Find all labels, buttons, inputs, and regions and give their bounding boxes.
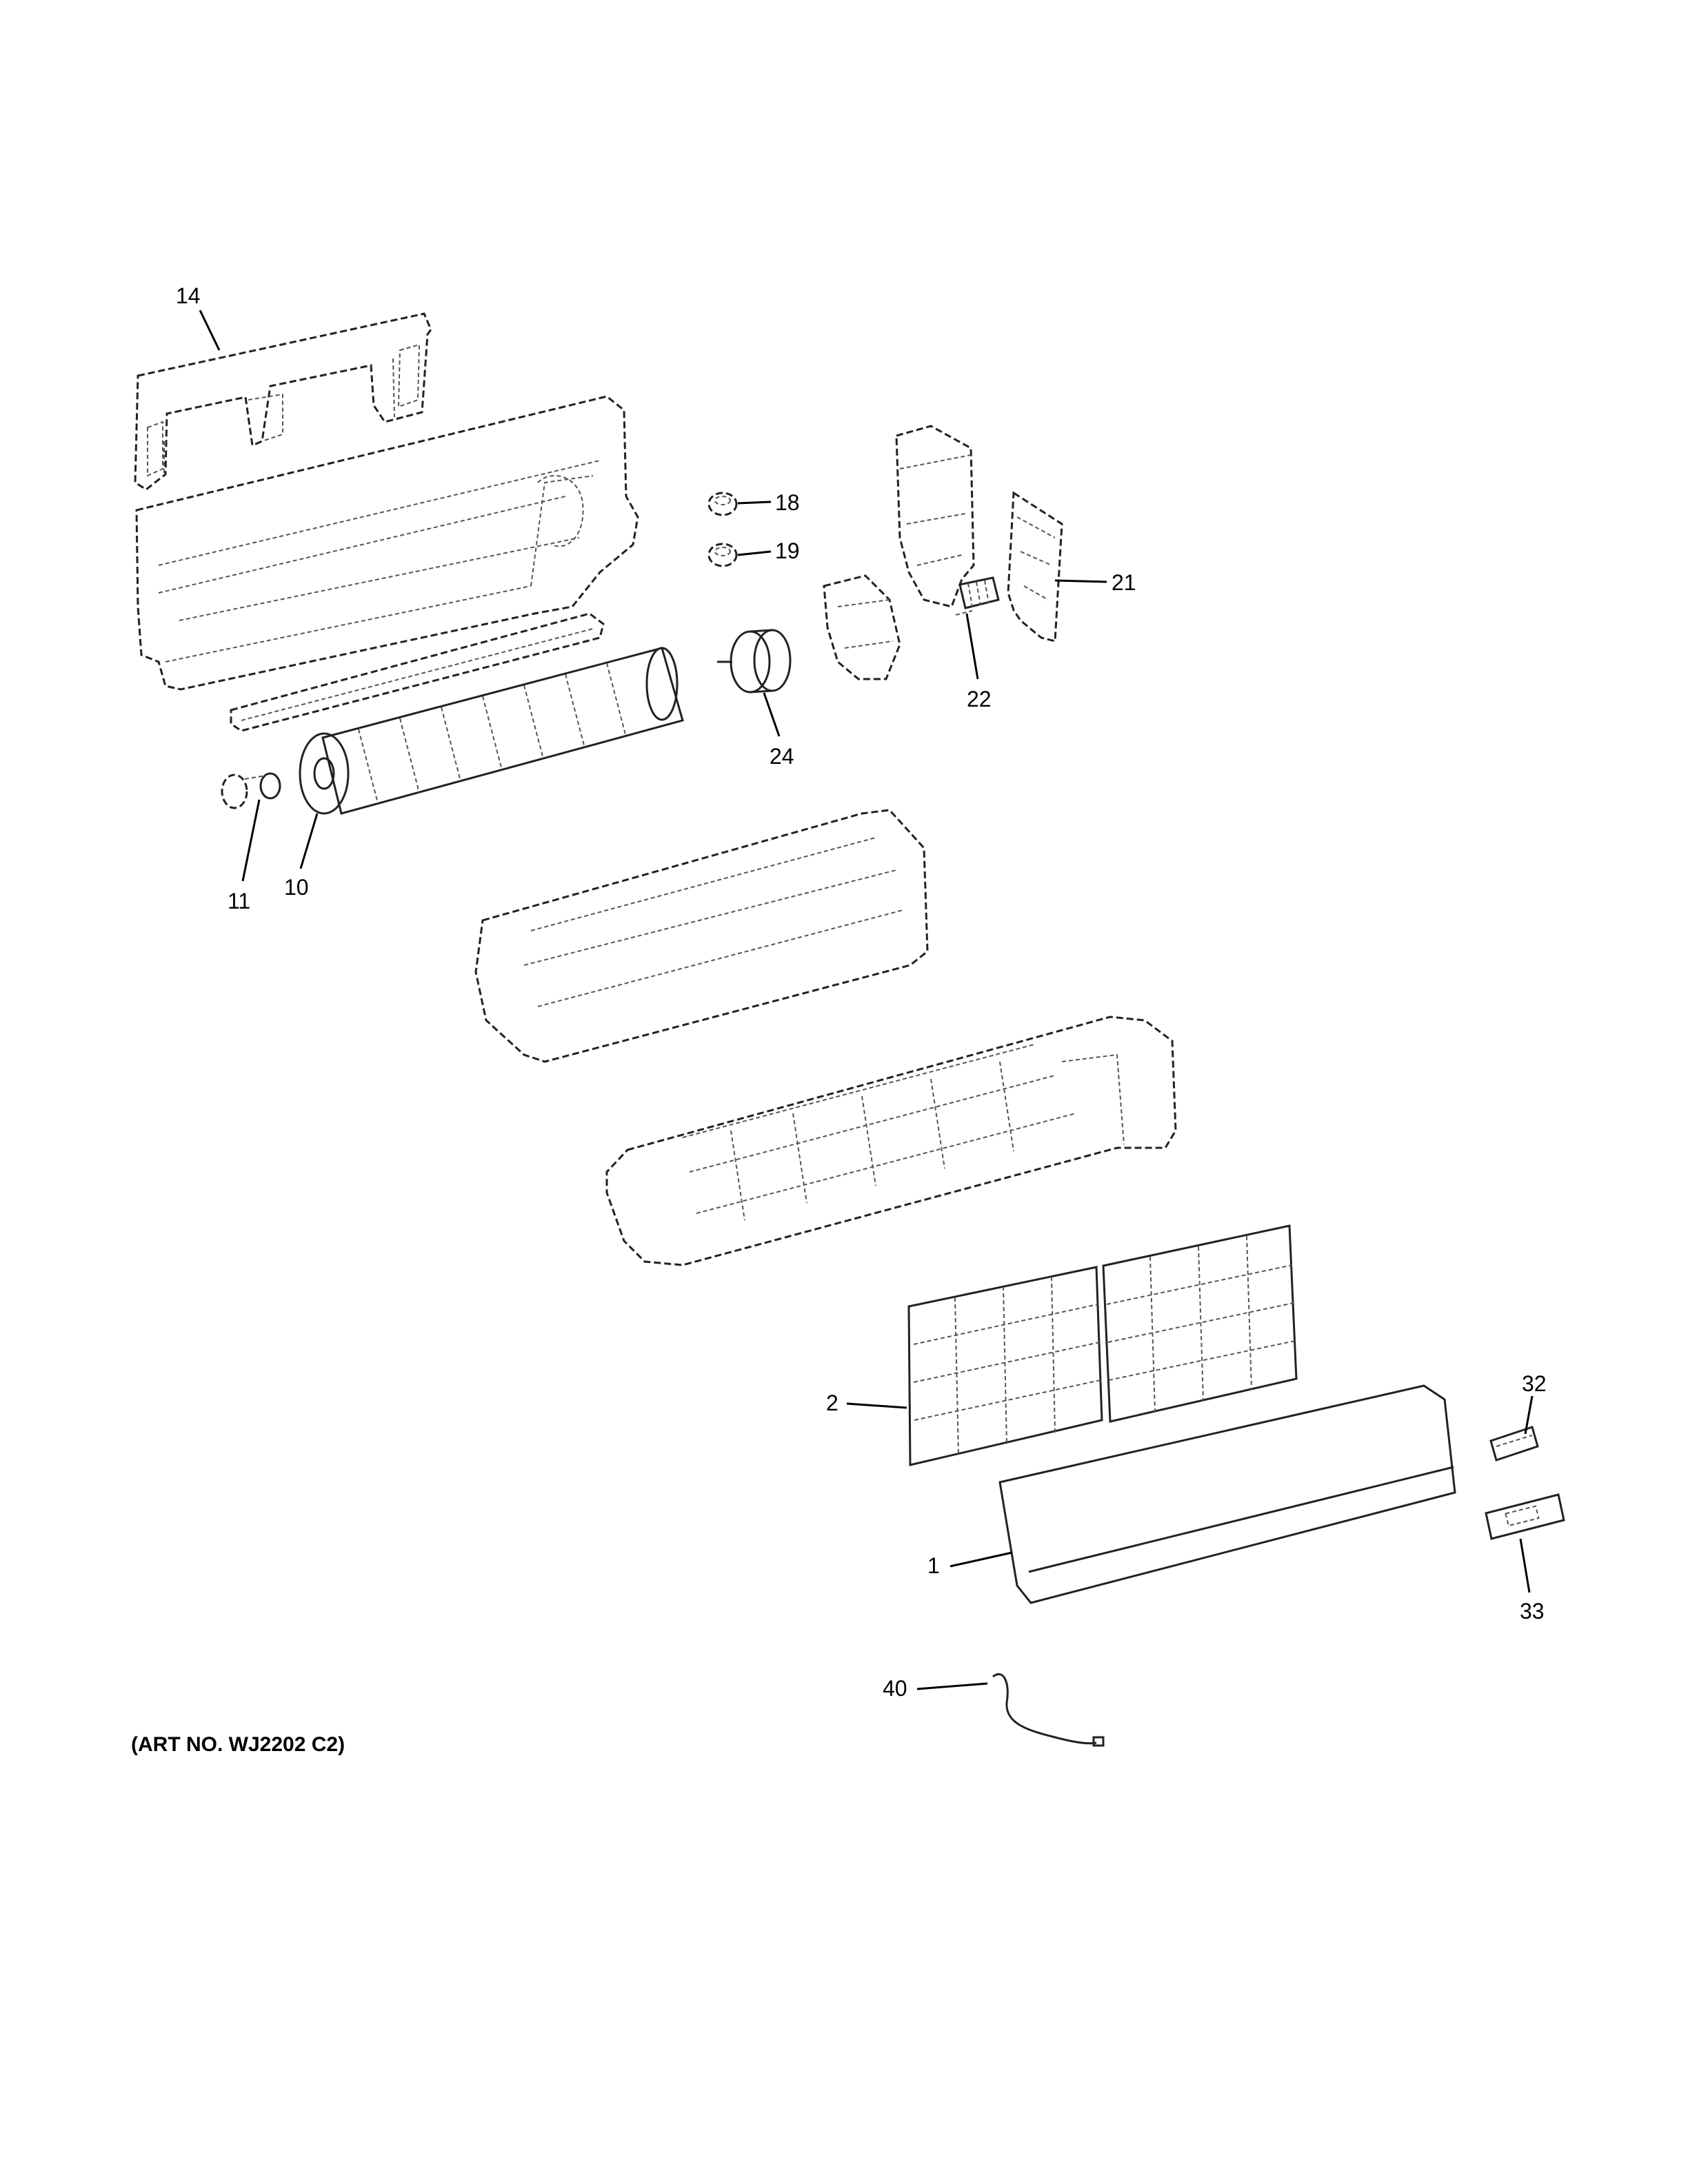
- front-cabinet-part: [605, 1015, 1177, 1266]
- leader-line-33: [1519, 1538, 1531, 1593]
- step-motor-part: [707, 543, 738, 567]
- leader-line-14: [199, 310, 221, 351]
- callout-22: 22: [967, 687, 992, 711]
- callout-11: 11: [228, 889, 250, 913]
- leader-line-18: [737, 501, 772, 505]
- leader-line-2: [846, 1402, 907, 1409]
- evaporator-coil-part: [474, 809, 929, 1063]
- air-filter-part: [907, 1224, 1298, 1466]
- leader-line-22: [965, 613, 979, 680]
- front-panel-part: [998, 1384, 1456, 1604]
- callout-10: 10: [284, 875, 309, 900]
- callout-2: 2: [826, 1391, 838, 1415]
- leader-line-32: [1524, 1395, 1534, 1435]
- leader-line-40: [916, 1682, 988, 1690]
- leader-line-19: [737, 550, 772, 556]
- callout-14: 14: [176, 283, 201, 308]
- callout-19: 19: [775, 538, 800, 563]
- chassis-frame-part: [135, 395, 639, 732]
- mounting-plate-part: [134, 312, 432, 491]
- callout-1: 1: [927, 1553, 940, 1578]
- step-motor-part: [707, 492, 738, 516]
- callout-21: 21: [1112, 570, 1136, 595]
- terminal-block-part: [955, 576, 1000, 616]
- callout-32: 32: [1522, 1371, 1547, 1396]
- fan-motor-part: [717, 629, 792, 694]
- display-board-part: [1485, 1493, 1565, 1540]
- motor-bracket-part: [823, 574, 901, 680]
- art-number-caption: (ART NO. WJ2202 C2): [131, 1733, 345, 1756]
- callout-18: 18: [775, 490, 800, 515]
- leader-line-11: [241, 799, 261, 882]
- pcb-board-part: [1007, 491, 1063, 643]
- leader-line-10: [299, 813, 319, 869]
- leader-line-24: [763, 692, 781, 737]
- callout-33: 33: [1520, 1599, 1545, 1624]
- wire-harness-part: [992, 1673, 1105, 1747]
- blower-wheel-part: [299, 647, 684, 815]
- control-box-part: [895, 425, 975, 608]
- leader-line-1: [950, 1551, 1013, 1568]
- sensor-module-part: [1489, 1426, 1539, 1462]
- callout-40: 40: [883, 1676, 907, 1701]
- leader-line-21: [1054, 579, 1107, 583]
- bearing-part: [221, 772, 281, 809]
- callout-24: 24: [770, 744, 794, 769]
